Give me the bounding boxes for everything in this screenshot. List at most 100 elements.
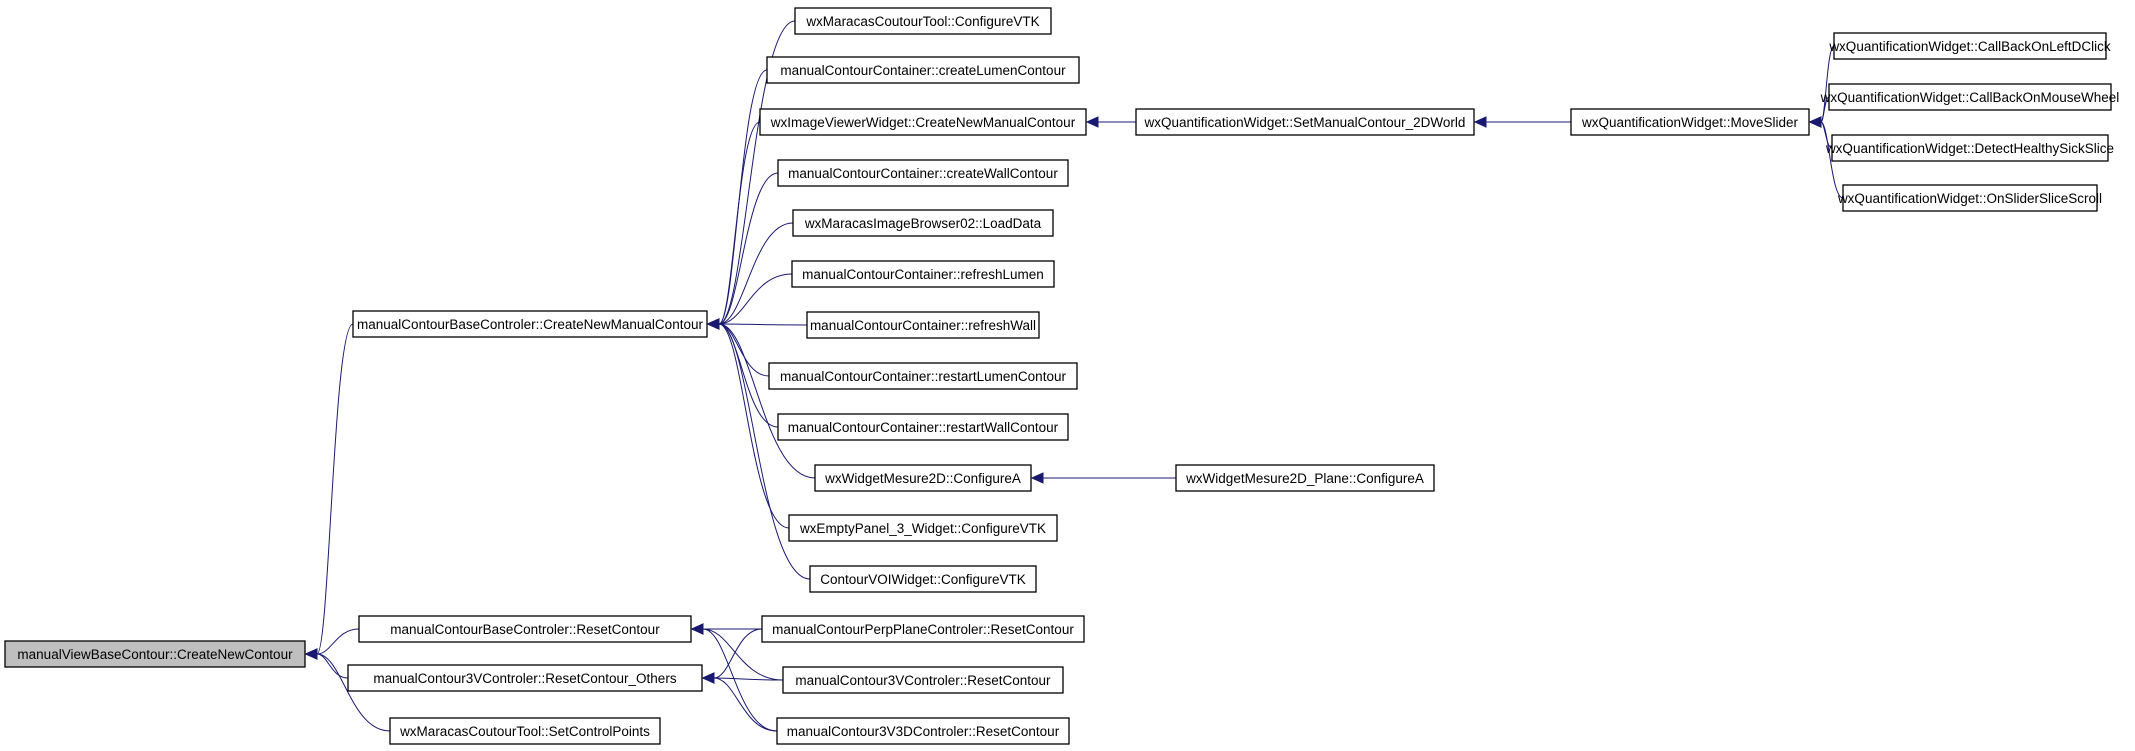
node-box <box>1570 108 1810 136</box>
node-label: manualContourPerpPlaneControler::ResetCo… <box>772 622 1074 637</box>
edge-line <box>702 628 784 681</box>
node-label: manualContourContainer::restartWallConto… <box>788 420 1059 435</box>
edge-line <box>316 653 391 732</box>
node-manualcontourcontainer-refreshwall[interactable]: manualContourContainer::refreshWall <box>806 311 1040 339</box>
node-box <box>4 640 306 668</box>
node-label: manualContourContainer::refreshWall <box>810 318 1036 333</box>
node-box <box>1831 134 2109 162</box>
node-wxmaracasimagebrowser02-loaddata[interactable]: wxMaracasImageBrowser02::LoadData <box>792 209 1054 237</box>
edge-manualcontourcontainer-createwallcontour-to-manualcontourbasecontroler-createnewmanualcontour <box>706 172 779 330</box>
node-box <box>806 311 1040 339</box>
node-wxquantificationwidget-callbackonleftdclick[interactable]: wxQuantificationWidget::CallBackOnLeftDC… <box>1828 32 2111 60</box>
node-label: manualContour3V3DControler::ResetContour <box>787 724 1060 739</box>
call-edges <box>304 20 1844 732</box>
node-box <box>782 666 1064 694</box>
node-contourvoiwidget-configurevtk[interactable]: ContourVOIWidget::ConfigureVTK <box>809 565 1037 593</box>
node-box <box>814 464 1032 492</box>
node-label: wxQuantificationWidget::SetManualContour… <box>1144 115 1466 130</box>
edge-line <box>718 121 761 325</box>
node-label: wxMaracasCoutourTool::ConfigureVTK <box>805 14 1039 29</box>
edge-wxemptypanel-3-widget-configurevtk-to-manualcontourbasecontroler-createnewmanualcontour <box>706 318 790 529</box>
node-manualcontour3vcontroler-resetcontour[interactable]: manualContour3VControler::ResetContour <box>782 666 1064 694</box>
node-manualcontourcontainer-refreshlumen[interactable]: manualContourContainer::refreshLumen <box>791 260 1055 288</box>
arrowhead-icon <box>1473 116 1487 128</box>
node-box <box>766 56 1080 84</box>
node-label: manualContourContainer::refreshLumen <box>802 267 1044 282</box>
arrowhead-icon <box>1808 116 1822 128</box>
node-wxquantificationwidget-moveslider[interactable]: wxQuantificationWidget::MoveSlider <box>1570 108 1810 136</box>
node-box <box>1135 108 1475 136</box>
node-label: manualContour3VControler::ResetContour_O… <box>373 671 676 686</box>
node-label: wxQuantificationWidget::CallBackOnLeftDC… <box>1828 39 2111 54</box>
node-box <box>352 310 708 338</box>
edge-line <box>1820 96 1830 123</box>
node-box <box>759 108 1087 136</box>
node-wxquantificationwidget-setmanualcontour-2dworld[interactable]: wxQuantificationWidget::SetManualContour… <box>1135 108 1475 136</box>
edge-manualcontourcontainer-refreshwall-to-manualcontourbasecontroler-createnewmanualcontour <box>706 318 808 330</box>
edge-manualcontour3v3dcontroler-resetcontour-to-manualcontourbasecontroler-resetcontour <box>690 623 778 732</box>
node-box <box>788 514 1058 542</box>
edge-line <box>718 323 811 580</box>
arrowhead-icon <box>690 623 704 635</box>
node-box <box>1833 32 2107 60</box>
node-label: wxMaracasImageBrowser02::LoadData <box>804 216 1042 231</box>
node-manualcontour3v3dcontroler-resetcontour[interactable]: manualContour3V3DControler::ResetContour <box>776 717 1070 745</box>
edge-line <box>718 172 779 325</box>
edge-line <box>718 323 790 529</box>
edge-contourvoiwidget-configurevtk-to-manualcontourbasecontroler-createnewmanualcontour <box>706 318 811 580</box>
node-manualcontourperpplanecontroler-resetcontour[interactable]: manualContourPerpPlaneControler::ResetCo… <box>761 615 1085 643</box>
edge-wxwidgetmesure2d-configurea-to-manualcontourbasecontroler-createnewmanualcontour <box>706 318 816 479</box>
node-wxquantificationwidget-onsliderslicescroll[interactable]: wxQuantificationWidget::OnSliderSliceScr… <box>1837 184 2102 212</box>
node-box <box>792 209 1054 237</box>
node-manualviewbasecontour-createnewcontour: manualViewBaseContour::CreateNewContour <box>4 640 306 668</box>
edge-line <box>718 323 816 479</box>
node-wxwidgetmesure2d-plane-configurea[interactable]: wxWidgetMesure2D_Plane::ConfigureA <box>1175 464 1435 492</box>
node-wximageviewerwidget-createnewmanualcontour[interactable]: wxImageViewerWidget::CreateNewManualCont… <box>759 108 1087 136</box>
edge-manualcontourbasecontroler-createnewmanualcontour-to-manualviewbasecontour-createnewcontour <box>304 323 354 660</box>
edge-line <box>316 628 360 655</box>
node-manualcontourcontainer-createlumencontour[interactable]: manualContourContainer::createLumenConto… <box>766 56 1080 84</box>
node-label: wxQuantificationWidget::OnSliderSliceScr… <box>1837 191 2102 206</box>
node-label: wxQuantificationWidget::CallBackOnMouseW… <box>1820 90 2120 105</box>
edge-line <box>713 628 763 679</box>
edge-line <box>718 273 793 325</box>
edge-line <box>713 677 784 681</box>
node-manualcontourbasecontroler-createnewmanualcontour[interactable]: manualContourBaseControler::CreateNewMan… <box>352 310 708 338</box>
node-manualcontourbasecontroler-resetcontour[interactable]: manualContourBaseControler::ResetContour <box>358 615 692 643</box>
edge-line <box>702 628 778 732</box>
edge-line <box>718 222 794 325</box>
node-wxemptypanel-3-widget-configurevtk[interactable]: wxEmptyPanel_3_Widget::ConfigureVTK <box>788 514 1058 542</box>
node-wxmaracascoutourtool-setcontrolpoints[interactable]: wxMaracasCoutourTool::SetControlPoints <box>389 717 661 745</box>
edge-wxquantificationwidget-setmanualcontour-2dworld-to-wximageviewerwidget-createnewmanualcontour <box>1085 116 1136 128</box>
edge-wxmaracascoutourtool-setcontrolpoints-to-manualviewbasecontour-createnewcontour <box>304 648 391 732</box>
node-box <box>1175 464 1435 492</box>
node-box <box>347 664 703 692</box>
node-manualcontour3vcontroler-resetcontour-others[interactable]: manualContour3VControler::ResetContour_O… <box>347 664 703 692</box>
arrowhead-icon <box>1085 116 1099 128</box>
node-box <box>761 615 1085 643</box>
node-label: manualViewBaseContour::CreateNewContour <box>17 647 293 662</box>
node-label: manualContourBaseControler::CreateNewMan… <box>357 317 703 332</box>
edge-wximageviewerwidget-createnewmanualcontour-to-manualcontourbasecontroler-createnewmanualcontour <box>706 121 761 330</box>
node-manualcontourcontainer-createwallcontour[interactable]: manualContourContainer::createWallContou… <box>777 159 1069 187</box>
edge-manualcontourcontainer-refreshlumen-to-manualcontourbasecontroler-createnewmanualcontour <box>706 273 793 330</box>
arrowhead-icon <box>706 318 720 330</box>
node-wxquantificationwidget-callbackonmousewheel[interactable]: wxQuantificationWidget::CallBackOnMouseW… <box>1820 83 2120 111</box>
edge-line <box>1820 121 1844 199</box>
node-label: manualContour3VControler::ResetContour <box>795 673 1051 688</box>
node-wxmaracascoutourtool-configurevtk[interactable]: wxMaracasCoutourTool::ConfigureVTK <box>794 7 1052 35</box>
arrowhead-icon <box>304 648 318 660</box>
node-label: wxQuantificationWidget::MoveSlider <box>1581 115 1799 130</box>
node-box <box>768 362 1078 390</box>
node-manualcontourcontainer-restartwallcontour[interactable]: manualContourContainer::restartWallConto… <box>777 413 1069 441</box>
edge-manualcontour3v3dcontroler-resetcontour-to-manualcontour3vcontroler-resetcontour-others <box>701 672 778 732</box>
call-nodes: manualViewBaseContour::CreateNewContourm… <box>4 7 2120 745</box>
edge-line <box>718 323 808 326</box>
node-manualcontourcontainer-restartlumencontour[interactable]: manualContourContainer::restartLumenCont… <box>768 362 1078 390</box>
arrowhead-icon <box>701 672 715 684</box>
node-box <box>794 7 1052 35</box>
node-wxwidgetmesure2d-configurea[interactable]: wxWidgetMesure2D::ConfigureA <box>814 464 1032 492</box>
edge-line <box>713 677 778 732</box>
edge-wxquantificationwidget-onsliderslicescroll-to-wxquantificationwidget-moveslider <box>1808 116 1844 199</box>
node-wxquantificationwidget-detecthealthysickslice[interactable]: wxQuantificationWidget::DetectHealthySic… <box>1825 134 2114 162</box>
